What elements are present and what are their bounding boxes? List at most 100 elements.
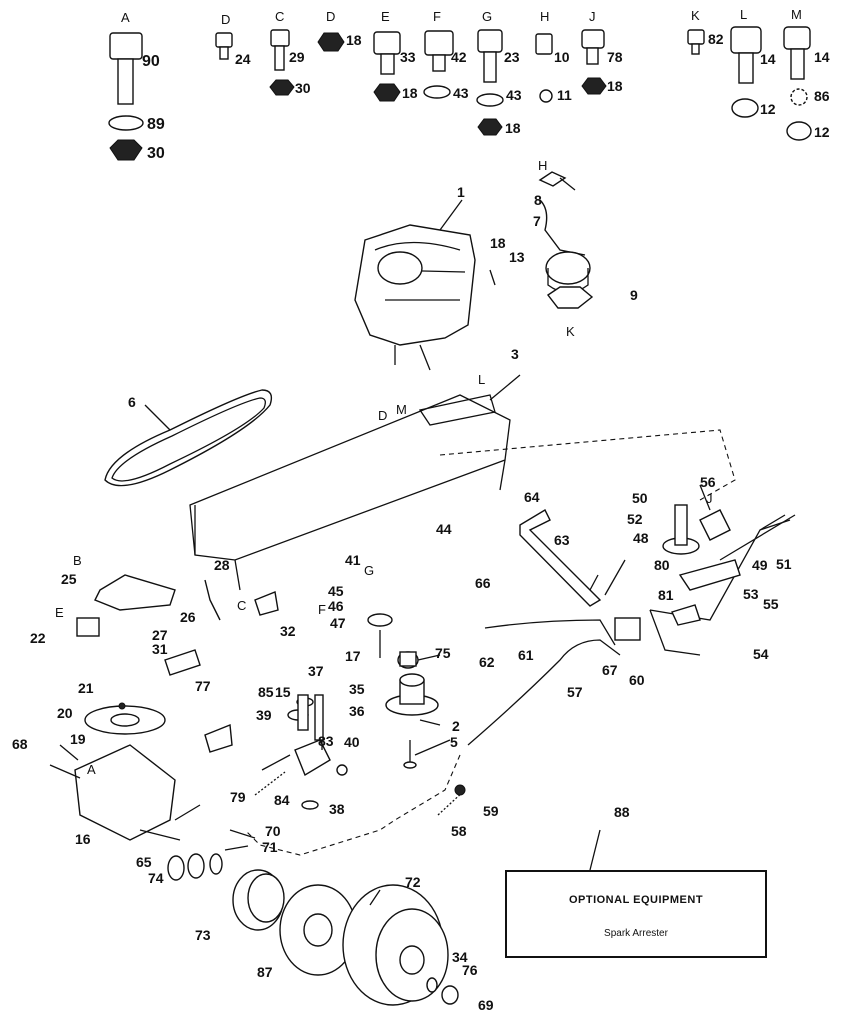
callout-21: 21 [78,680,94,696]
callout-63: 63 [554,532,570,548]
callout-38: 38 [329,801,345,817]
callout-35: 35 [349,681,365,697]
part-86: 86 [814,88,830,104]
letter-A: A [87,762,96,777]
hw-letter-E: E [381,9,390,24]
callout-19: 19 [70,731,86,747]
hw-letter-D1: D [221,12,230,27]
nut-30b [269,79,295,96]
callout-20: 20 [57,705,73,721]
callout-8: 8 [534,192,542,208]
letter-D: D [378,408,387,423]
letter-E: E [55,605,64,620]
hardware-A: A 90 89 30 [108,10,165,162]
callout-60: 60 [629,672,645,688]
callout-34: 34 [452,949,468,965]
callout-76: 76 [462,962,478,978]
callout-15: 15 [275,684,291,700]
callout-2: 2 [452,718,460,734]
wheel-assembly [232,869,459,1006]
hardware-D: D 18 [317,9,362,52]
callout-79: 79 [230,789,246,805]
callout-5: 5 [450,734,458,750]
callout-39: 39 [256,707,272,723]
callout-7: 7 [533,213,541,229]
callout-68: 68 [12,736,28,752]
callout-69: 69 [478,997,494,1013]
callout-85: 85 [258,684,274,700]
hardware-J: J 78 18 [581,9,623,95]
part-18b: 18 [402,85,418,101]
hardware-C: C 29 30 [269,9,311,96]
optional-equipment-subtitle: Spark Arrester [604,928,668,939]
hardware-L: L 14 12 [730,7,776,118]
part-23: 23 [504,49,520,65]
callout-40: 40 [344,734,360,750]
callout-57: 57 [567,684,583,700]
callout-22: 22 [30,630,46,646]
letter-M: M [396,402,407,417]
part-89: 89 [147,116,165,133]
callout-62: 62 [479,654,495,670]
bolt-head [109,32,143,60]
part-82: 82 [708,31,724,47]
brake-bracket [614,504,741,641]
callout-numbers: 1 2 3 4 5 6 7 8 9 13 15 16 17 18 19 20 2… [12,184,792,1013]
callout-3: 3 [511,346,519,362]
letter-F: F [318,602,326,617]
part-18a: 18 [346,32,362,48]
callout-59: 59 [483,803,499,819]
part-43a: 43 [453,85,469,101]
callout-49: 49 [752,557,768,573]
callout-87: 87 [257,964,273,980]
hw-letter-L: L [740,7,747,22]
reference-letters: A B C D E F G H J K L M [55,158,713,777]
part-18c: 18 [505,120,521,136]
part-90: 90 [142,53,160,70]
hw-letter-K: K [691,8,700,23]
transaxle [49,702,223,881]
part-30a: 30 [147,145,165,162]
letter-L: L [478,372,485,387]
callout-6: 6 [128,394,136,410]
letter-H: H [538,158,547,173]
hw-letter-C: C [275,9,284,24]
part-12a: 12 [760,101,776,117]
left-brackets [76,574,279,753]
part-14a: 14 [760,51,776,67]
callout-71: 71 [262,839,278,855]
part-33: 33 [400,49,416,65]
letter-J: J [706,491,713,506]
callout-9: 9 [630,287,638,303]
part-14b: 14 [814,49,830,65]
callout-73: 73 [195,927,211,943]
callout-31: 31 [152,641,168,657]
nut-30 [109,139,143,161]
part-24: 24 [235,51,251,67]
part-78: 78 [607,49,623,65]
callout-51: 51 [776,556,792,572]
callout-67: 67 [602,662,618,678]
callout-77: 77 [195,678,211,694]
callout-53: 53 [743,586,759,602]
callout-32: 32 [280,623,296,639]
washer-89 [108,115,144,131]
callout-74: 74 [148,870,164,886]
callout-16: 16 [75,831,91,847]
hw-letter-A: A [121,10,130,25]
callout-17: 17 [345,648,361,664]
callout-83: 83 [318,733,334,749]
callout-47: 47 [330,615,346,631]
callout-54: 54 [753,646,769,662]
callout-64: 64 [524,489,540,505]
part-11: 11 [557,87,572,103]
callout-1: 1 [457,184,465,200]
callout-75: 75 [435,645,451,661]
callout-37: 37 [308,663,324,679]
callout-66: 66 [475,575,491,591]
part-10: 10 [554,49,570,65]
callout-88: 88 [614,804,630,820]
small-parts [254,651,466,816]
optional-equipment-box: OPTIONAL EQUIPMENT Spark Arrester [505,870,767,958]
part-18d: 18 [607,78,623,94]
